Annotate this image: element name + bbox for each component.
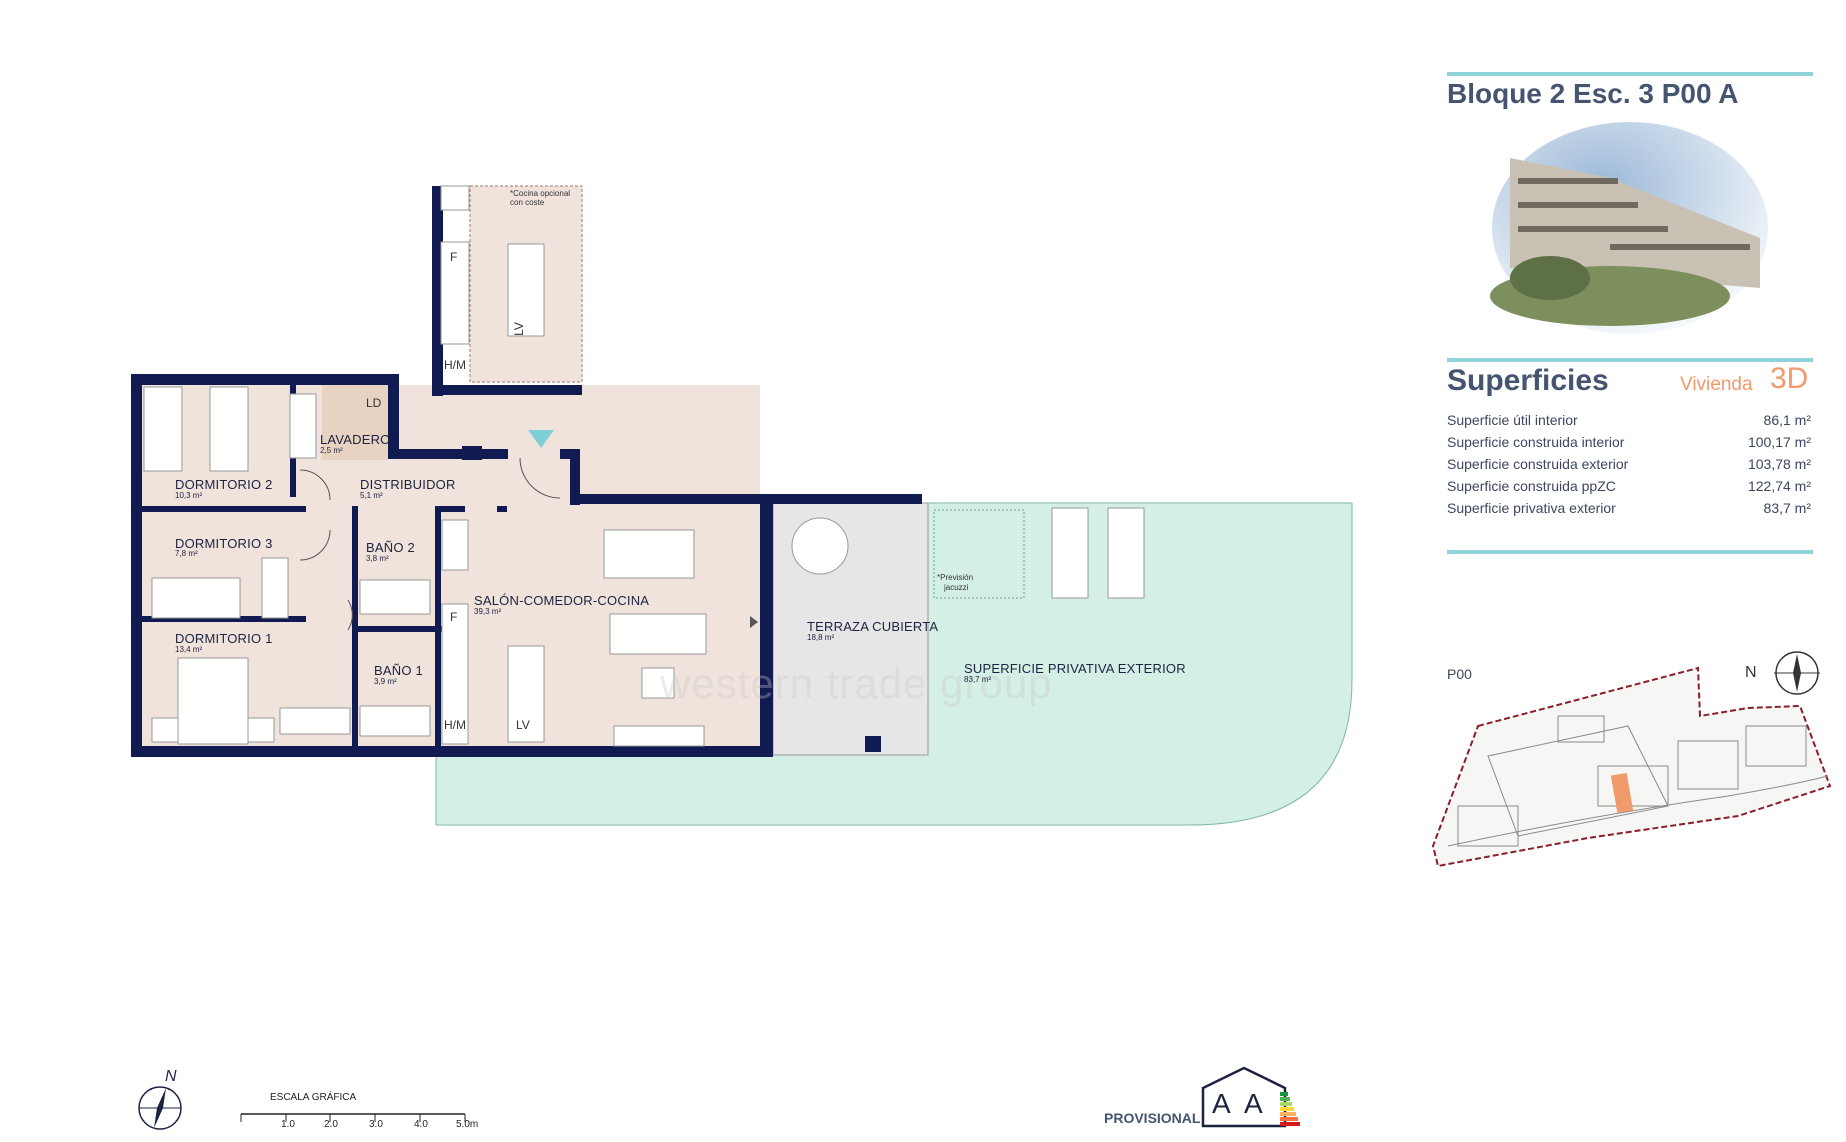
room-area: 3,8 m² (366, 554, 389, 563)
fixture-hm-label: H/M (444, 358, 466, 372)
scale-tick: 3.0 (369, 1119, 383, 1130)
room-area: 83,7 m² (964, 675, 992, 684)
room-name: SALÓN-COMEDOR-COCINA (474, 593, 650, 608)
vivienda-type: 3D (1770, 362, 1809, 395)
fixture-lv-label: LV (516, 718, 530, 732)
watermark: western trade group (660, 660, 1053, 707)
surface-value: 83,7 m² (1763, 500, 1811, 516)
room-area: 3,9 m² (374, 677, 397, 686)
surface-label: Superficie construida interior (1447, 434, 1625, 450)
surface-value: 122,74 m² (1747, 478, 1811, 494)
room-name: BAÑO 1 (374, 663, 423, 678)
surface-label: Superficie útil interior (1447, 412, 1578, 428)
room-area: 2,5 m² (320, 446, 343, 455)
superficies-rule (1447, 358, 1813, 362)
unit-title: Bloque 2 Esc. 3 P00 A (1447, 78, 1739, 109)
fixture-hm-label-2: H/M (444, 718, 466, 732)
site-north-compass (1774, 650, 1820, 696)
fixture-f-label-2: F (450, 610, 458, 624)
room-name: TERRAZA CUBIERTA (807, 619, 939, 634)
room-name: SUPERFICIE PRIVATIVA EXTERIOR (964, 661, 1186, 676)
surface-row: Superficie útil interior 86,1 m² (1447, 412, 1811, 428)
fixture-ld-label: LD (366, 396, 382, 410)
furniture (143, 185, 1145, 747)
optional-kitchen-note: *Cocina opcional (510, 189, 571, 198)
room-name: LAVADERO (320, 432, 391, 447)
room-area: 39,3 m² (474, 607, 502, 616)
room-name: DORMITORIO 2 (175, 477, 273, 492)
site-level-label: P00 (1447, 666, 1472, 682)
surface-value: 100,17 m² (1747, 434, 1811, 450)
scale-tick: 1.0 (281, 1119, 295, 1130)
optional-kitchen-note-2: con coste (510, 198, 545, 207)
room-name: BAÑO 2 (366, 540, 415, 555)
energy-label-icon (1200, 1066, 1300, 1128)
lavadero-floor (322, 385, 388, 460)
site-plan (1428, 646, 1834, 876)
jacuzzi-outline (933, 509, 1025, 599)
surface-row: Superficie construida interior 100,17 m² (1447, 434, 1811, 450)
scale-tick: 2.0 (324, 1119, 338, 1130)
entrance-marker (528, 430, 554, 448)
title-rule (1447, 72, 1813, 76)
fixture-f-label: F (450, 250, 458, 264)
scale-tick: 4.0 (414, 1119, 428, 1130)
room-area: 13,4 m² (175, 645, 203, 654)
walls (131, 186, 922, 757)
surface-row: Superficie privativa exterior 83,7 m² (1447, 500, 1811, 516)
jacuzzi-note-2: jacuzzi (944, 583, 969, 592)
scale-tick: 5.0m (456, 1119, 479, 1130)
surface-label: Superficie privativa exterior (1447, 500, 1616, 516)
energy-provisional-label: PROVISIONAL (1104, 1110, 1201, 1126)
energy-rating-2: A (1244, 1088, 1263, 1119)
room-area: 7,8 m² (175, 549, 198, 558)
step-marker (750, 616, 758, 628)
vivienda-label: Vivienda (1680, 374, 1753, 395)
north-label: N (165, 1068, 177, 1085)
room-area: 10,3 m² (175, 491, 203, 500)
north-arrow-icon (136, 1084, 184, 1132)
surface-row: Superficie construida exterior 103,78 m² (1447, 456, 1811, 472)
room-area: 18,8 m² (807, 633, 835, 642)
superficies-bottom-rule (1447, 550, 1813, 554)
door-swings (299, 457, 561, 631)
fixture-lv-label-2: LV (511, 322, 526, 336)
superficies-title: Superficies (1447, 364, 1609, 397)
room-name: DISTRIBUIDOR (360, 477, 456, 492)
scale-bar (240, 1110, 466, 1122)
render-image (1490, 118, 1768, 346)
jacuzzi-note: *Previsión (937, 573, 974, 582)
energy-rating-1: A (1212, 1088, 1231, 1119)
surface-label: Superficie construida exterior (1447, 456, 1629, 472)
surface-label: Superficie construida ppZC (1447, 478, 1616, 494)
room-area: 5,1 m² (360, 491, 383, 500)
room-name: DORMITORIO 3 (175, 536, 273, 551)
scale-title: ESCALA GRÁFICA (270, 1092, 357, 1103)
site-north-label: N (1745, 664, 1757, 681)
surface-row: Superficie construida ppZC 122,74 m² (1447, 478, 1811, 494)
room-name: DORMITORIO 1 (175, 631, 273, 646)
surface-value: 103,78 m² (1747, 456, 1811, 472)
surface-value: 86,1 m² (1763, 412, 1811, 428)
